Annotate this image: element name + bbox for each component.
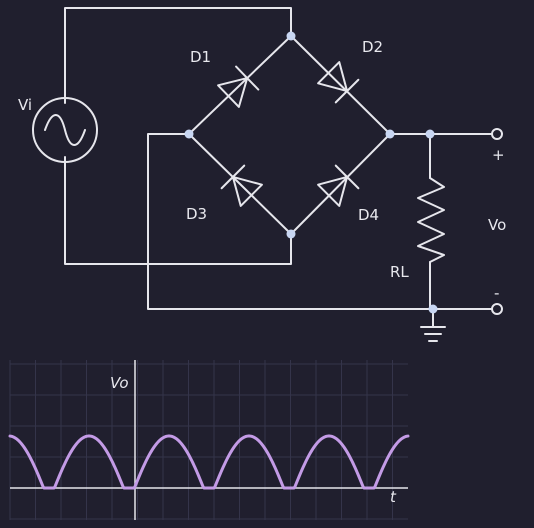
- diode-d2-bar: [334, 78, 360, 104]
- ac-source: Vi: [18, 96, 98, 163]
- node-output-positive: [425, 129, 435, 139]
- bridge-arm-d2: [290, 35, 391, 135]
- diode-d4-triangle: [317, 175, 349, 207]
- diode-d2-triangle: [317, 61, 349, 93]
- source-label: Vi: [18, 96, 32, 114]
- diode-d2-label: D2: [362, 38, 383, 56]
- output-minus-sign: -: [494, 284, 499, 302]
- waveform-grid: [9, 360, 408, 520]
- source-bottom-wire: [64, 156, 292, 265]
- x-axis-label: t: [390, 488, 397, 506]
- node-right: [385, 129, 395, 139]
- node-top: [286, 31, 296, 41]
- y-axis-label: Vo: [110, 374, 129, 392]
- ground-icon: [420, 308, 446, 342]
- bridge-rectifier: Vi D1 D2 D3 D4: [18, 7, 506, 342]
- output-plus-sign: +: [492, 146, 505, 164]
- diode-d4-bar: [334, 164, 360, 190]
- return-wire: [147, 133, 493, 310]
- node-output-negative: [428, 304, 438, 314]
- node-bottom: [286, 229, 296, 239]
- diode-d1: [217, 65, 260, 108]
- bridge-arm-d1: [188, 35, 292, 135]
- diode-d1-label: D1: [190, 48, 211, 66]
- waveform-plot: Vo t: [8, 360, 410, 520]
- diode-d4-label: D4: [358, 206, 379, 224]
- diode-d3: [220, 164, 263, 207]
- output-terminal-negative: [491, 303, 503, 315]
- output-terminal-positive: [491, 128, 503, 140]
- diode-d3-label: D3: [186, 205, 207, 223]
- diode-d4: [317, 164, 360, 207]
- resistor-zigzag: [417, 177, 445, 263]
- sine-icon: [44, 114, 86, 146]
- diode-d3-triangle: [231, 175, 263, 207]
- bridge-arm-d3: [188, 133, 292, 235]
- bridge-arm-d4: [290, 133, 391, 235]
- node-left: [184, 129, 194, 139]
- diode-d1-bar: [235, 65, 260, 91]
- load-label: RL: [390, 263, 409, 281]
- diode-d3-bar: [220, 164, 246, 190]
- source-top-wire: [64, 7, 292, 104]
- ac-source-circle: [32, 97, 98, 163]
- diode-d2: [317, 61, 360, 104]
- output-waveform: [8, 434, 410, 490]
- diode-d1-triangle: [217, 77, 249, 108]
- output-label: Vo: [488, 216, 506, 234]
